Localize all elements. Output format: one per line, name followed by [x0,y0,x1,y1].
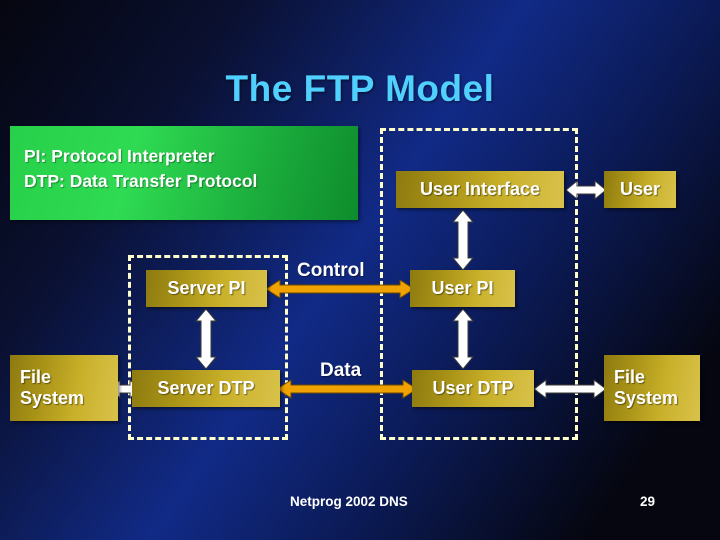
arrow-user-interface-user-pi [450,210,476,270]
user-side-dashed-group [380,128,578,440]
arrow-control-connection [266,278,414,300]
arrow-user-pi-user-dtp [450,309,476,369]
node-user-pi-label: User PI [431,278,494,298]
node-file-system-left[interactable]: File System [10,355,118,421]
arrow-user-interface-user [566,178,606,202]
node-user-pi[interactable]: User PI [410,270,515,307]
node-server-pi-label: Server PI [167,278,246,298]
node-file-system-right[interactable]: File System [604,355,700,421]
page-number: 29 [640,494,656,509]
node-server-dtp-label: Server DTP [157,378,255,398]
node-file-system-left-line2: System [20,388,85,408]
node-file-system-left-line1: File [20,367,52,387]
node-user[interactable]: User [604,171,676,208]
node-file-system-right-line2: System [614,388,679,408]
node-user-label: User [619,179,661,199]
node-user-interface-label: User Interface [419,179,541,199]
footer-text: Netprog 2002 DNS [290,494,408,509]
node-file-system-right-line1: File [614,367,646,387]
node-user-dtp[interactable]: User DTP [412,370,534,407]
node-server-pi[interactable]: Server PI [146,270,267,307]
arrow-user-dtp-file-system [534,378,606,400]
node-user-interface[interactable]: User Interface [396,171,564,208]
arrow-data-connection [277,378,417,400]
server-side-dashed-group [128,255,288,440]
arrow-server-pi-server-dtp [193,309,219,369]
label-control-connection: Control [297,260,365,281]
label-data-connection: Data [320,360,362,381]
page-title: The FTP Model [225,68,495,109]
legend-line-pi: PI: Protocol Interpreter [24,146,215,166]
legend-line-dtp: DTP: Data Transfer Protocol [24,171,258,191]
node-user-dtp-label: User DTP [432,378,514,398]
node-server-dtp[interactable]: Server DTP [132,370,280,407]
legend-box: PI: Protocol Interpreter DTP: Data Trans… [10,126,358,220]
